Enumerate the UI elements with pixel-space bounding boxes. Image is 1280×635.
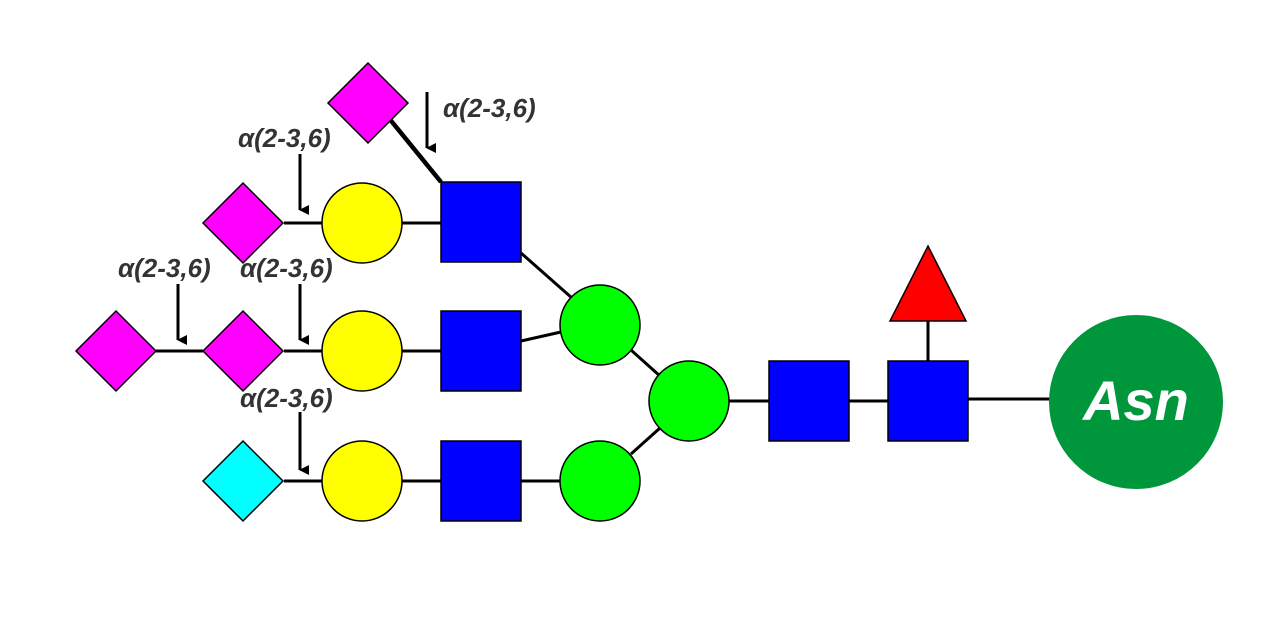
sialic-acid-diamond-lower [201,439,285,523]
asparagine: Asn [1049,315,1223,489]
sialic-acid-diamond-top [326,61,410,145]
glcnac-square-core-2 [887,360,969,442]
bond-neu5ac-top-glcnac [386,115,443,184]
mannose-circle-core [648,360,730,442]
sialic-acid-diamond-upper [201,181,285,265]
linkage-label-upper: α(2-3,6) [238,123,331,153]
bond-glcnac-upper-man [520,251,573,300]
bond-glcnac-middle-man [520,330,562,343]
sialic-acid-diamond-middle-inner [201,309,285,393]
glcnac-square-middle [440,310,522,392]
bonds [156,115,1050,483]
glcnac-square-core-1 [768,360,850,442]
mannose-circle-lower [559,440,641,522]
mannose-circle-upper [559,284,641,366]
sialic-acid-diamond-middle-outer [74,309,158,393]
asn-circle [1049,315,1223,489]
linkage-label-middle-outer: α(2-3,6) [118,253,211,283]
linkage-label-top: α(2-3,6) [443,93,536,123]
linkage-arrows [176,92,436,475]
galactose-circle-upper [321,182,403,264]
linkage-label-middle-inner: α(2-3,6) [240,253,333,283]
fucose-triangle [888,244,968,322]
bond-man-upper-core [629,348,662,378]
asn-label: Asn [1081,369,1189,432]
galactose-circle-lower [321,440,403,522]
monosaccharides [74,61,969,523]
linkage-label-lower: α(2-3,6) [240,383,333,413]
bond-man-lower-core [629,426,662,456]
glcnac-square-upper [440,181,522,263]
galactose-circle-middle [321,310,403,392]
glcnac-square-lower [440,440,522,522]
linkage-labels: α(2-3,6) α(2-3,6) α(2-3,6) α(2-3,6) α(2-… [118,93,536,413]
